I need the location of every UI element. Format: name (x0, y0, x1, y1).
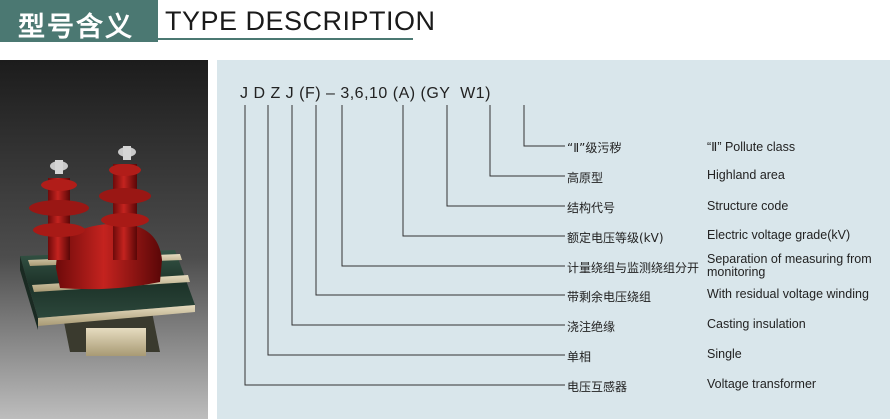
row-en-separation: Separation of measuring from monitoring (707, 252, 872, 279)
header-cn-title: 型号含义 (18, 12, 134, 43)
leader-line-transformer (244, 105, 565, 386)
row-en-casting: Casting insulation (707, 317, 806, 331)
row-zh-structure: 结构代号 (567, 201, 616, 215)
row-zh-voltage-grade: 额定电压等级(kV) (567, 231, 664, 245)
leader-line-voltage-grade (402, 105, 565, 237)
transformer-photo (0, 60, 208, 419)
row-zh-casting: 浇注绝缘 (567, 320, 616, 334)
row-en-residual: With residual voltage winding (707, 287, 869, 301)
leader-line-highland (489, 105, 565, 177)
row-en-transformer: Voltage transformer (707, 377, 817, 391)
header-cn-tab: 型号含义 (0, 0, 158, 43)
row-en-highland: Highland area (707, 168, 785, 182)
description-panel (217, 60, 890, 419)
leader-line-structure (446, 105, 565, 207)
leader-line-pollute (523, 105, 565, 147)
leader-line-single (267, 105, 565, 356)
leader-line-casting (291, 105, 565, 326)
row-zh-single: 单相 (567, 350, 592, 364)
leader-line-separation (341, 105, 565, 267)
leader-line-residual (315, 105, 565, 296)
model-code: J D Z J (F) – 3,6,10 (A) (GY W1) (240, 85, 491, 102)
row-zh-residual: 带剩余电压绕组 (567, 290, 652, 304)
row-zh-highland: 高原型 (567, 171, 604, 185)
row-zh-transformer: 电压互感器 (567, 380, 628, 394)
row-en-pollute: “Ⅱ” Pollute class (707, 140, 796, 154)
header-en-title: TYPE DESCRIPTION (165, 6, 436, 36)
leader-line-group (244, 105, 565, 386)
row-en-single: Single (707, 347, 742, 361)
row-zh-separation: 计量绕组与监测绕组分开 (567, 261, 700, 275)
row-zh-pollute: “Ⅱ”级污秽 (567, 141, 622, 155)
header-underline (158, 38, 413, 40)
row-en-structure: Structure code (707, 199, 789, 213)
row-en-voltage-grade: Electric voltage grade(kV) (707, 228, 851, 242)
